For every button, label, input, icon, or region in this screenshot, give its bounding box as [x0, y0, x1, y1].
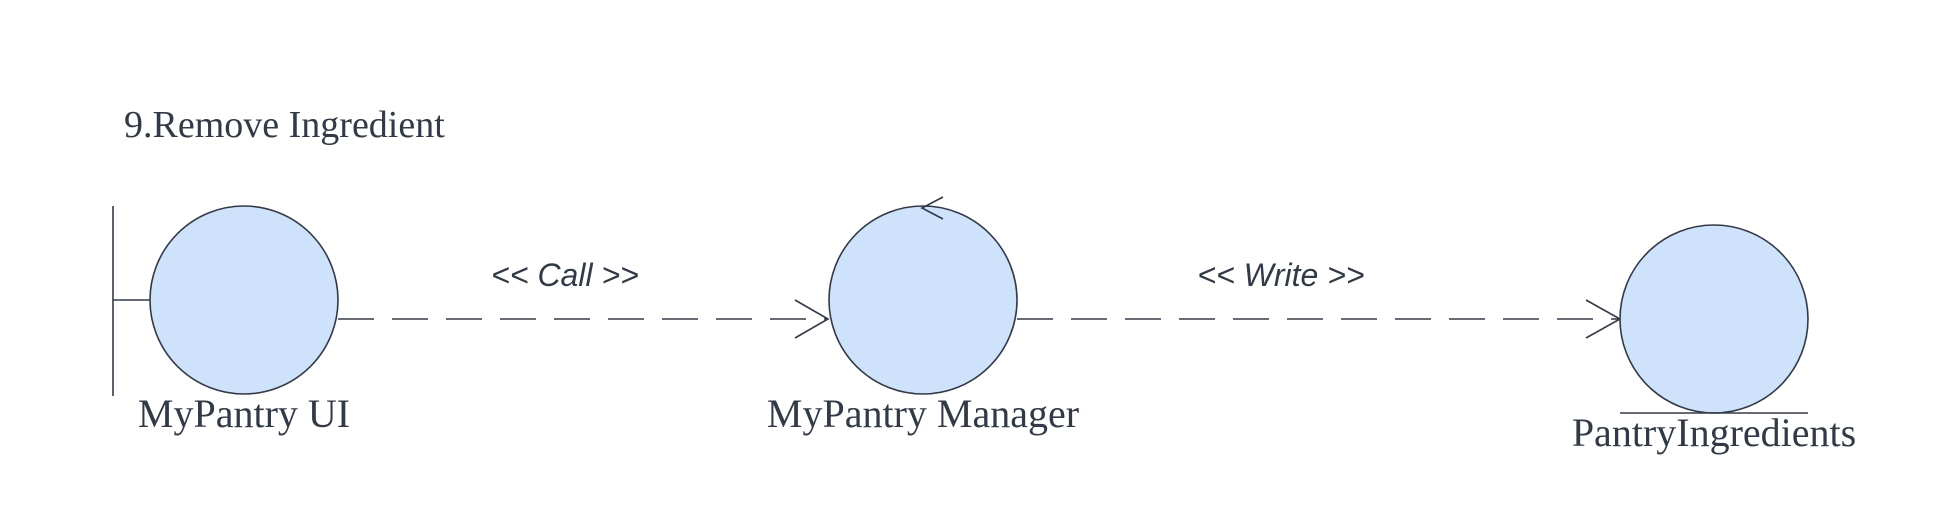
call-arrowhead — [794, 299, 830, 339]
call-edge: << Call >> — [338, 257, 830, 339]
boundary-object[interactable]: MyPantry UI — [112, 205, 350, 436]
control-circle — [828, 205, 1018, 395]
boundary-circle — [149, 205, 339, 395]
entity-circle — [1619, 224, 1809, 414]
diagram-title: 9.Remove Ingredient — [124, 104, 445, 146]
call-edge-label: << Call >> — [491, 257, 639, 293]
control-arrow-mark — [920, 196, 944, 220]
control-object[interactable]: MyPantry Manager — [767, 196, 1079, 436]
entity-object[interactable]: PantryIngredients — [1572, 224, 1856, 455]
boundary-label: MyPantry UI — [138, 391, 350, 436]
write-edge: << Write >> — [1017, 257, 1622, 339]
write-edge-label: << Write >> — [1197, 257, 1364, 293]
entity-label: PantryIngredients — [1572, 410, 1856, 455]
control-label: MyPantry Manager — [767, 391, 1079, 436]
